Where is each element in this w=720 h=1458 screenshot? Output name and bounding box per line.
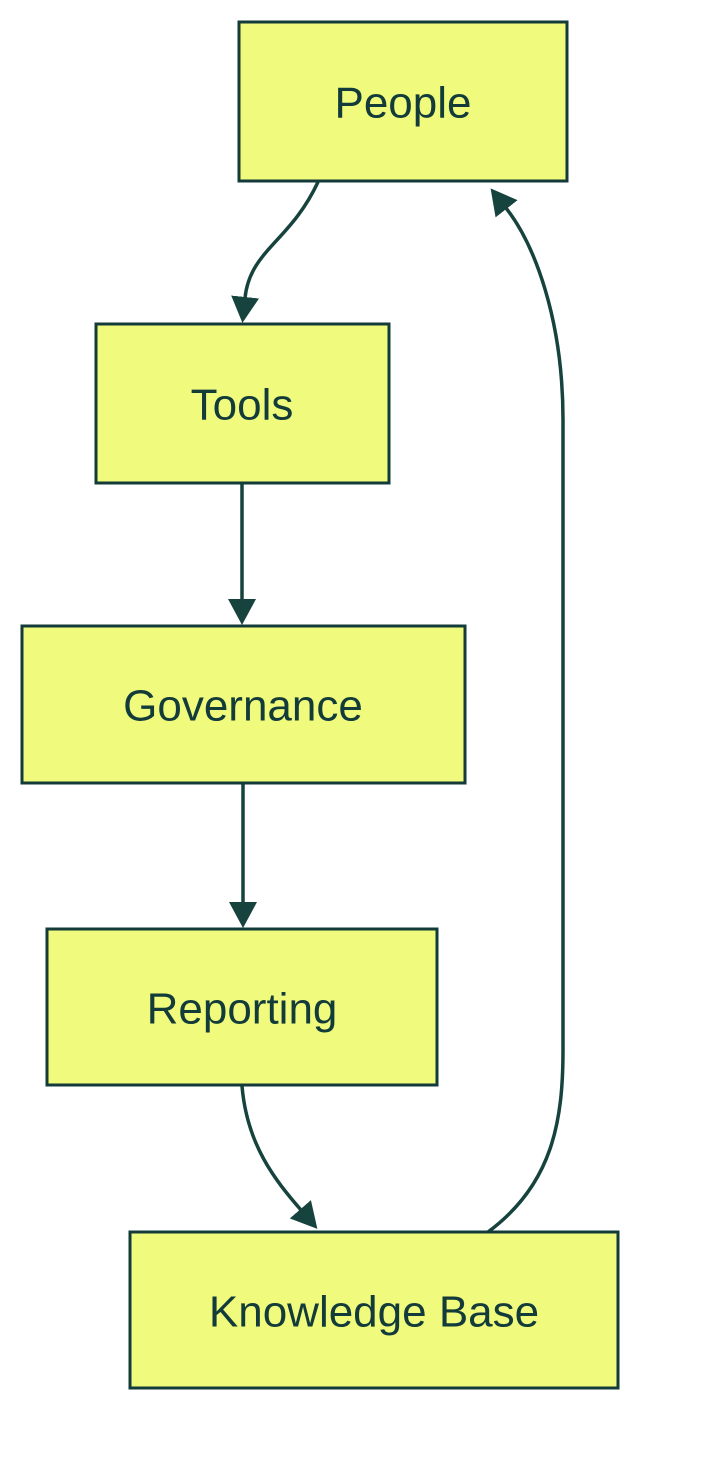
node-reporting-label: Reporting <box>147 985 338 1034</box>
node-tools-box <box>94 322 391 485</box>
edge-knowledge-base-to-people <box>486 188 565 1234</box>
node-people: People <box>237 20 569 183</box>
node-people-box <box>237 20 569 183</box>
node-governance-label: Governance <box>123 682 363 731</box>
node-knowledge-base-label: Knowledge Base <box>209 1288 539 1337</box>
node-people-label: People <box>334 79 471 128</box>
edge-reporting-to-knowledge-base <box>240 1085 318 1229</box>
node-tools-label: Tools <box>191 381 294 430</box>
edge-layer <box>228 181 565 1234</box>
node-reporting: Reporting <box>45 927 439 1087</box>
node-knowledge-base-box <box>128 1230 620 1390</box>
node-knowledge-base: Knowledge Base <box>128 1230 620 1390</box>
node-reporting-box <box>45 927 439 1087</box>
node-governance-box <box>20 624 467 785</box>
edge-people-to-tools <box>231 181 320 323</box>
node-tools: Tools <box>94 322 391 485</box>
node-governance: Governance <box>20 624 467 785</box>
